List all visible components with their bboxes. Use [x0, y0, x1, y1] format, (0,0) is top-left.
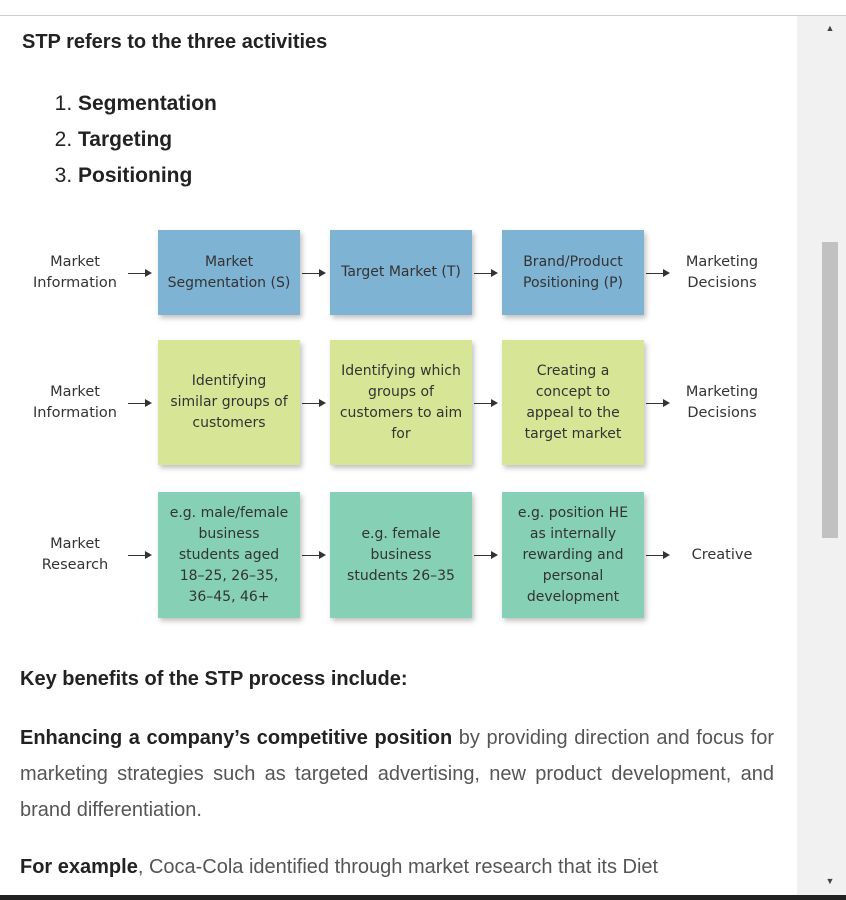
bottom-border [0, 895, 846, 900]
scrollbar[interactable]: ▲ ▼ [797, 16, 846, 896]
row-input-label: Market Information [33, 253, 117, 291]
scrollbar-thumb[interactable] [822, 242, 838, 538]
list-item: Targeting [78, 122, 217, 158]
diagram-box-text: Creating a concept to appeal to the targ… [524, 362, 622, 442]
arrow-icon [474, 398, 498, 407]
arrow-icon [646, 551, 670, 559]
diagram-box-text: Brand/Product Positioning (P) [523, 253, 623, 291]
diagram-box: Brand/Product Positioning (P) [502, 230, 644, 315]
scroll-up-arrow-icon[interactable]: ▲ [825, 23, 835, 33]
diagram-box-text: e.g. female business students 26–35 [347, 525, 455, 584]
diagram-box: Identifying similar groups of customers [158, 340, 300, 465]
list-item: Segmentation [78, 86, 217, 122]
diagram-box: e.g. male/female business students aged … [158, 492, 300, 618]
diagram-box-text: e.g. position HE as internally rewarding… [517, 504, 629, 605]
stp-diagram: Market Information Market Segmentation (S… [0, 230, 797, 640]
arrow-icon [646, 398, 670, 407]
arrow-icon [128, 398, 152, 407]
row-output-label: Marketing Decisions [685, 253, 759, 291]
arrow-icon [302, 551, 326, 559]
top-bar [0, 0, 846, 16]
arrow-icon [128, 551, 152, 559]
stp-heading: STP refers to the three activities [22, 31, 328, 53]
example-paragraph: For example, Coca-Cola identified throug… [20, 856, 659, 878]
diagram-box-text: Market Segmentation (S) [167, 253, 291, 291]
diagram-box-text: Identifying which groups of customers to… [339, 362, 463, 442]
arrow-icon [302, 398, 326, 407]
scroll-down-arrow-icon[interactable]: ▼ [825, 876, 835, 886]
benefit-paragraph: Enhancing a company’s competitive positi… [20, 727, 775, 821]
arrow-icon [474, 551, 498, 559]
arrow-icon [646, 268, 670, 277]
diagram-box-text: Target Market (T) [341, 264, 461, 280]
arrow-icon [302, 268, 326, 277]
benefits-heading: Key benefits of the STP process include: [20, 668, 408, 690]
diagram-box: Creating a concept to appeal to the targ… [502, 340, 644, 465]
diagram-box: Identifying which groups of customers to… [330, 340, 472, 465]
row-input-label: Market Information [33, 383, 117, 421]
row-input-label: Market Research [41, 536, 109, 573]
diagram-box-text: e.g. male/female business students aged … [169, 504, 289, 605]
diagram-box: e.g. position HE as internally rewarding… [502, 492, 644, 618]
arrow-icon [474, 268, 498, 277]
row-output-label: Creative [691, 547, 753, 563]
article-content: STP refers to the three activities Segme… [0, 16, 797, 896]
diagram-box: e.g. female business students 26–35 [330, 492, 472, 618]
diagram-box: Market Segmentation (S) [158, 230, 300, 315]
list-item: Positioning [78, 158, 217, 194]
diagram-box-text: Identifying similar groups of customers [170, 373, 288, 431]
stp-list: Segmentation Targeting Positioning [52, 86, 217, 194]
row-output-label: Marketing Decisions [685, 383, 759, 421]
diagram-box: Target Market (T) [330, 230, 472, 315]
arrow-icon [128, 268, 152, 277]
